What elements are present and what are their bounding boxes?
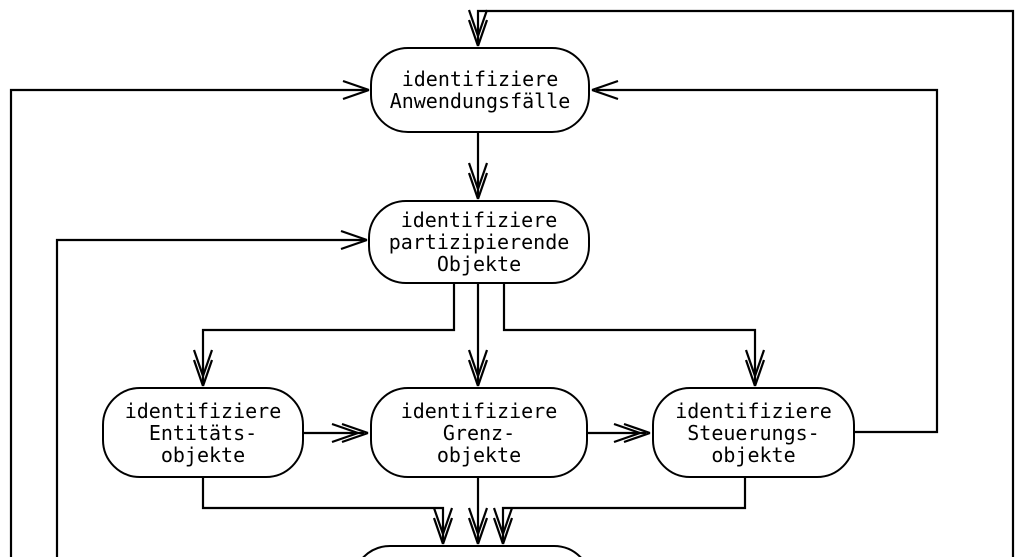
edge-partizipierende-to-grenz-arrowhead-icon: [467, 349, 489, 387]
node-identifiziere-entitaetsobjekte: identifiziere Entitäts- objekte: [102, 387, 304, 478]
edge-loop-left-to-anwendungsfaelle: [9, 88, 366, 557]
node-identifiziere-steuerungsobjekte: identifiziere Steuerungs- objekte: [652, 387, 855, 478]
edge-grenz-to-bottom-arrowhead-icon: [467, 507, 489, 545]
node-label-line: identifiziere: [401, 67, 559, 91]
node-identifiziere-anwendungsfaelle: identifiziere Anwendungsfälle: [370, 47, 590, 133]
edge-entitaets-to-bottom-arrowhead-icon: [432, 507, 454, 545]
edge-partizipierende-to-steuerungs: [502, 283, 757, 384]
edge-steuerungs-to-bottom-arrowhead-icon: [492, 507, 514, 545]
edge-anwendungsfaelle-to-partizipierende-arrowhead-icon: [467, 162, 489, 200]
edge-steuerungs-to-anwendungsfaelle-arrowhead-icon: [591, 79, 619, 101]
node-label-line: Steuerungs-: [687, 420, 820, 445]
edge-partizipierende-to-steuerungs-arrowhead-icon: [744, 349, 766, 387]
edge-loop-left-to-anwendungsfaelle-arrowhead-icon: [342, 79, 370, 101]
node-label-line: Grenz-: [442, 420, 516, 445]
node-label-line: Entitäts-: [148, 420, 258, 445]
edge-partizipierende-to-entitaets: [201, 283, 456, 384]
edge-steuerungs-to-anwendungsfaelle: [596, 88, 939, 434]
edge-entitaets-to-bottom: [201, 478, 445, 542]
node-label-line: objekte: [711, 442, 796, 467]
node-label-line: partizipierende: [388, 230, 570, 254]
edge-partizipierende-to-entitaets-arrowhead-icon: [192, 349, 214, 387]
node-label-line: Anwendungsfälle: [389, 89, 571, 113]
node-identifiziere-partizipierende-objekte: identifiziere partizipierende Objekte: [368, 200, 590, 284]
edge-loop-right-to-anwendungsfaelle: [476, 9, 1015, 557]
node-label-line: Objekte: [436, 252, 522, 276]
node-identifiziere-grenzobjekte: identifiziere Grenz- objekte: [370, 387, 588, 478]
node-label-line: objekte: [436, 442, 522, 467]
node-label-line: identifiziere: [400, 398, 558, 423]
edge-loop-left-to-partizipierende: [55, 238, 364, 557]
node-label-line: identifiziere: [675, 398, 832, 423]
node-label-line: identifiziere: [124, 398, 282, 423]
node-bottom-partial: [352, 545, 592, 557]
node-label-line: objekte: [160, 442, 246, 467]
edge-entitaets-to-grenz-arrowhead-icon: [331, 422, 369, 444]
edge-loop-left-to-partizipierende-arrowhead-icon: [340, 229, 368, 251]
edge-steuerungs-to-bottom: [501, 478, 747, 542]
edge-loop-right-to-anwendungsfaelle-arrowhead-icon: [467, 9, 489, 47]
edge-grenz-to-steuerungs-arrowhead-icon: [613, 422, 651, 444]
node-label-line: identifiziere: [400, 208, 558, 232]
